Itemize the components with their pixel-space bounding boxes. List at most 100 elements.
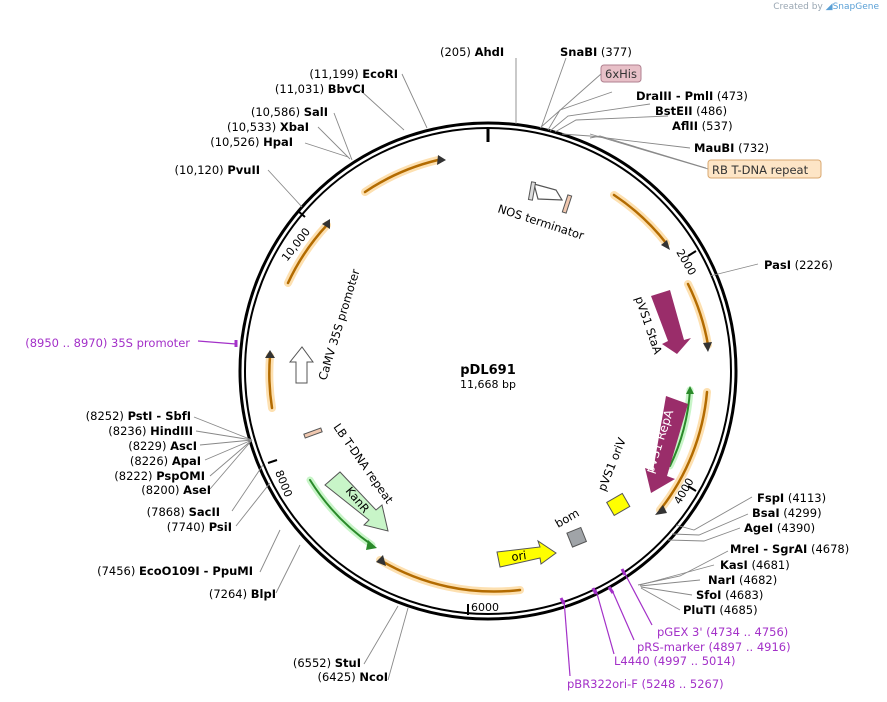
enzyme-label-nari[interactable]: NarI (4682) xyxy=(708,573,777,587)
enzyme-name: KasI xyxy=(720,558,748,572)
arc-right-low-arrowhead xyxy=(655,505,667,515)
position-ticks: 2000 4000 6000 8000 10,000 xyxy=(267,210,699,615)
tick-label-8000: 8000 xyxy=(272,468,295,499)
enzyme-label-sacii[interactable]: (7868) SacII xyxy=(147,505,220,519)
enzyme-label-ahdi[interactable]: (205) AhdI xyxy=(440,45,504,59)
enzyme-label-asei[interactable]: (8200) AseI xyxy=(141,483,211,497)
primer-label-l4440[interactable]: L4440 (4997 .. 5014) xyxy=(614,654,735,668)
primer-label-prsmarker[interactable]: pRS-marker (4897 .. 4916) xyxy=(637,640,791,654)
primer-range: (4997 .. 5014) xyxy=(653,654,735,668)
enzyme-label-hpai[interactable]: (10,526) HpaI xyxy=(210,135,293,149)
enzyme-name: SnaBI xyxy=(560,45,597,59)
enzyme-label-sali[interactable]: (10,586) SalI xyxy=(251,105,328,119)
enzyme-name: PsiI xyxy=(209,520,232,534)
enzyme-label-bsai[interactable]: BsaI (4299) xyxy=(752,506,822,520)
enzyme-label-apai[interactable]: (8226) ApaI xyxy=(130,454,201,468)
arc-upper-left-arrowhead xyxy=(322,219,330,229)
enzyme-name: BstEII xyxy=(655,104,693,118)
arc-right-top-line xyxy=(612,193,668,245)
enzyme-name: BlpI xyxy=(251,587,276,601)
plasmid-name: pDL691 xyxy=(460,363,516,378)
enzyme-label-blpi[interactable]: (7264) BlpI xyxy=(209,587,276,601)
nos-terminator-arrow xyxy=(533,183,564,201)
enzyme-label-maubi[interactable]: MauBI (732) xyxy=(694,141,769,155)
arc-upper-left-line xyxy=(286,223,329,285)
arc-right-mid-line xyxy=(686,282,710,347)
nos-terminator-label: NOS terminator xyxy=(496,202,586,243)
enzyme-name: PstI - SbfI xyxy=(128,409,191,423)
enzyme-name: HpaI xyxy=(263,135,293,149)
enzyme-label-pluti[interactable]: PluTI (4685) xyxy=(683,603,758,617)
enzyme-label-bbvci[interactable]: (11,031) BbvCI xyxy=(275,82,365,96)
enzyme-label-pasi[interactable]: PasI (2226) xyxy=(764,258,833,272)
enzyme-name: BbvCI xyxy=(328,82,365,96)
camv-35s-arrow xyxy=(288,346,314,384)
tick-mark-8000 xyxy=(267,459,278,464)
his-tag-box xyxy=(600,64,642,83)
pvs1-oriv-box xyxy=(606,492,631,517)
credit-brand: SnapGene xyxy=(832,2,879,12)
nos-marker-a xyxy=(527,181,537,201)
enzyme-name: FspI xyxy=(757,491,784,505)
enzyme-label-ncoi[interactable]: (6425) NcoI xyxy=(317,670,388,684)
enzyme-label-draiii[interactable]: DraIII - PmlI (473) xyxy=(636,89,748,103)
enzyme-name: AhdI xyxy=(475,45,505,59)
enzyme-leader-lines xyxy=(193,57,759,681)
enzyme-label-hindiii[interactable]: (8236) HindIII xyxy=(108,424,193,438)
enzyme-position: (7868) xyxy=(147,505,189,519)
enzyme-label-xbai[interactable]: (10,533) XbaI xyxy=(227,120,309,134)
enzyme-label-mrei[interactable]: MreI - SgrAI (4678) xyxy=(730,542,849,556)
primer-label-pbr322orif[interactable]: pBR322ori-F (5248 .. 5267) xyxy=(567,677,724,691)
bom-label: bom xyxy=(553,506,582,531)
enzyme-label-asci[interactable]: (8229) AscI xyxy=(128,439,197,453)
enzyme-name: SalI xyxy=(304,105,328,119)
enzyme-position: (7456) xyxy=(97,564,139,578)
kanr-arrow xyxy=(324,471,389,532)
enzyme-position: (7740) xyxy=(167,520,209,534)
enzyme-label-psti[interactable]: (8252) PstI - SbfI xyxy=(86,409,191,423)
enzyme-label-ecoo109i[interactable]: (7456) EcoO109I - PpuMI xyxy=(97,564,253,578)
enzyme-label-bsteii[interactable]: BstEII (486) xyxy=(655,104,727,118)
rb-tdna-leader xyxy=(589,133,709,170)
enzyme-position: (7264) xyxy=(209,587,251,601)
enzyme-label-stui[interactable]: (6552) StuI xyxy=(293,656,361,670)
enzyme-position: (8226) xyxy=(130,454,172,468)
enzyme-position: (8222) xyxy=(114,469,156,483)
enzyme-label-agei[interactable]: AgeI (4390) xyxy=(744,521,815,535)
enzyme-label-aflii[interactable]: AflII (537) xyxy=(672,119,733,133)
enzyme-label-fspi[interactable]: FspI (4113) xyxy=(757,491,826,505)
enzyme-name: NarI xyxy=(708,573,735,587)
enzyme-position: (11,031) xyxy=(275,82,328,96)
arc-right-top-arrowhead xyxy=(661,240,670,250)
enzyme-position: (4681) xyxy=(748,558,790,572)
enzyme-name: AscI xyxy=(170,439,197,453)
credit-prefix: Created by xyxy=(773,2,823,12)
tick-mark-2000 xyxy=(687,250,697,257)
enzyme-label-kasi[interactable]: KasI (4681) xyxy=(720,558,790,572)
enzyme-name: MreI - SgrAI xyxy=(730,542,807,556)
enzyme-label-ecori[interactable]: (11,199) EcoRI xyxy=(309,67,398,81)
pvs1-repa-arrow xyxy=(645,396,688,493)
enzyme-labels: (205) AhdI SnaBI (377) DraIII - PmlI (473)… xyxy=(86,45,850,684)
enzyme-position: (4682) xyxy=(735,573,777,587)
enzyme-label-pvuii[interactable]: (10,120) PvuII xyxy=(174,163,260,177)
enzyme-name: AflII xyxy=(672,119,698,133)
enzyme-position: (377) xyxy=(597,45,632,59)
enzyme-name: DraIII - PmlI xyxy=(636,89,713,103)
arc-top-left-line xyxy=(363,158,440,194)
tick-mark-4000 xyxy=(687,485,697,492)
enzyme-label-pspomi[interactable]: (8222) PspOMI xyxy=(114,469,205,483)
tick-label-6000: 6000 xyxy=(471,601,499,614)
enzyme-label-snabi[interactable]: SnaBI (377) xyxy=(560,45,632,59)
primer-range: (4897 .. 4916) xyxy=(708,640,790,654)
credit: Created by ◢SnapGene xyxy=(773,2,879,12)
enzyme-label-psii[interactable]: (7740) PsiI xyxy=(167,520,232,534)
primer-name: pGEX 3' xyxy=(657,625,706,639)
enzyme-name: EcoRI xyxy=(362,67,398,81)
primer-label-pgex3[interactable]: pGEX 3' (4734 .. 4756) xyxy=(657,625,788,639)
enzyme-label-sfoi[interactable]: SfoI (4683) xyxy=(696,588,763,602)
enzyme-position: (8229) xyxy=(128,439,170,453)
arc-right-top xyxy=(610,191,670,247)
enzyme-name: ApaI xyxy=(172,454,201,468)
primer-label-35spromoter[interactable]: (8950 .. 8970) 35S promoter xyxy=(25,336,190,350)
